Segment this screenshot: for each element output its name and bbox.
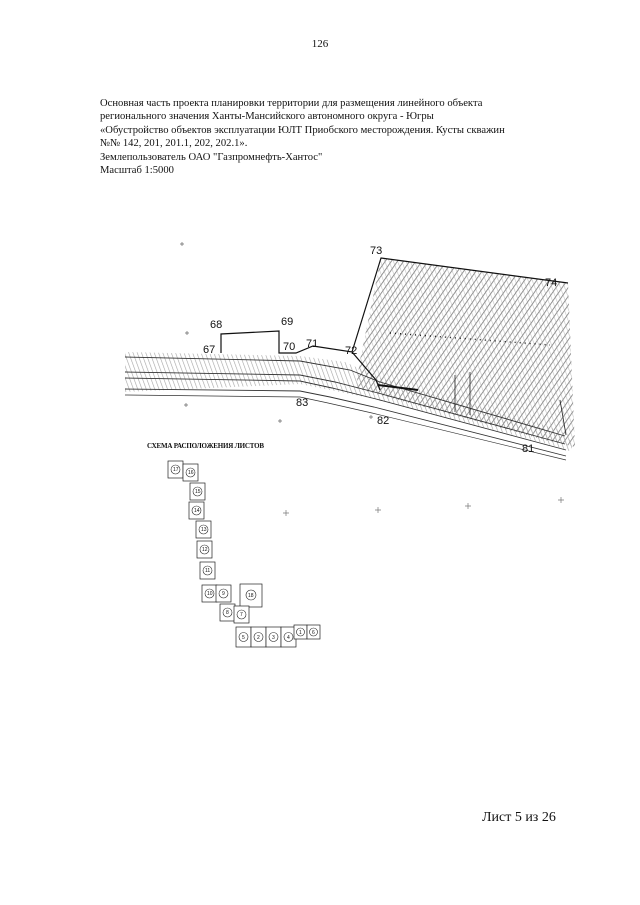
sheet-number-3: 3 <box>272 635 275 641</box>
sheet-number-8: 8 <box>226 610 229 616</box>
page-number: 126 <box>311 38 329 50</box>
header-line: Масштаб 1:5000 <box>100 165 174 177</box>
point-label-73: 73 <box>370 245 382 257</box>
header-line: Основная часть проекта планировки террит… <box>100 98 483 109</box>
point-label-83: 83 <box>296 397 308 409</box>
sheet-numbers: 17 16 15 14 13 12 11 10 9 8 18 7 5 2 3 4… <box>173 467 315 641</box>
scheme-crosses <box>283 497 564 516</box>
point-label-72: 72 <box>345 345 357 357</box>
point-label-68: 68 <box>210 319 222 331</box>
grid-crosses <box>180 242 373 423</box>
sheet-number-17: 17 <box>173 467 179 473</box>
sheet-cells <box>167 460 321 648</box>
sheet-number-11: 11 <box>205 568 210 574</box>
point-labels: 67 68 69 70 71 72 73 74 81 82 83 <box>203 245 557 455</box>
sheet-number-4: 4 <box>287 635 290 641</box>
corridor-band <box>124 352 572 461</box>
point-label-71: 71 <box>306 338 318 350</box>
document-header: Основная часть проекта планировки террит… <box>100 97 580 177</box>
sheet-number-18: 18 <box>248 593 254 599</box>
sheet-number-10: 10 <box>207 591 213 597</box>
header-line: регионального значения Ханты-Мансийского… <box>100 111 434 123</box>
sheet-circles <box>170 464 318 642</box>
sheet-number-12: 12 <box>202 547 208 553</box>
header-line: Землепользователь ОАО "Газпромнефть-Хант… <box>100 151 323 163</box>
sheet-number-9: 9 <box>222 591 225 597</box>
sheet-number-14: 14 <box>194 508 200 514</box>
point-label-70: 70 <box>283 341 295 353</box>
sheet-number-6: 6 <box>312 630 315 636</box>
header-line: №№ 142, 201, 201.1, 202, 202.1». <box>100 138 248 150</box>
sheet-layout-scheme: 17 16 15 14 13 12 11 10 9 8 18 7 5 2 3 4… <box>167 460 564 648</box>
sheet-label: Лист 5 из 26 <box>482 810 556 825</box>
sheet-number-7: 7 <box>240 612 243 618</box>
point-label-74: 74 <box>545 277 557 289</box>
point-label-67: 67 <box>203 344 215 356</box>
point-label-81: 81 <box>522 443 534 455</box>
sheet-number-16: 16 <box>188 470 194 476</box>
scheme-title: СХЕМА РАСПОЛОЖЕНИЯ ЛИСТОВ <box>147 442 264 450</box>
sheet-number-15: 15 <box>195 489 201 495</box>
point-label-82: 82 <box>377 415 389 427</box>
header-line: «Обустройство объектов эксплуатации ЮЛТ … <box>100 124 505 136</box>
sheet-number-13: 13 <box>201 527 207 533</box>
boundary-line <box>220 257 569 436</box>
point-label-69: 69 <box>281 316 293 328</box>
sheet-number-5: 5 <box>242 635 245 641</box>
sheet-number-2: 2 <box>257 635 260 641</box>
sheet-number-1: 1 <box>299 630 302 636</box>
plan-map: 67 68 69 70 71 72 73 74 81 82 83 <box>124 242 575 461</box>
